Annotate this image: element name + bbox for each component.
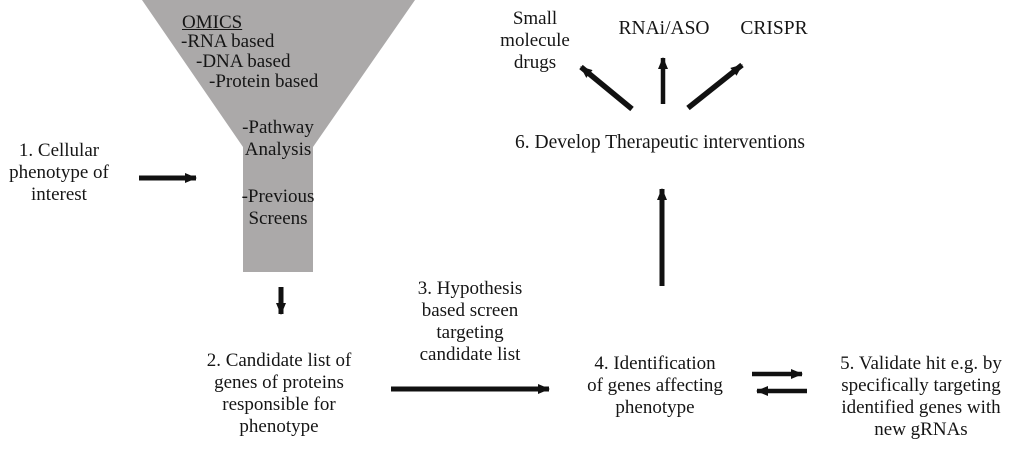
step5-line: 5. Validate hit e.g. by: [840, 353, 1002, 374]
step1-line: phenotype of: [9, 162, 109, 183]
therapy-line: Small: [512, 8, 558, 29]
step3-line: targeting: [436, 322, 504, 343]
therapy-small-molecule-drugs: Small molecule drugs: [492, 8, 578, 74]
step1-cellular-phenotype: 1. Cellular phenotype of interest: [0, 140, 118, 206]
step4-identification: 4. Identification of genes affecting phe…: [582, 353, 728, 419]
funnel-stem-previous-screens: -Previous Screens: [241, 186, 315, 230]
step5-line: new gRNAs: [874, 419, 968, 440]
therapy-line: drugs: [513, 52, 557, 73]
funnel-stem-line: Analysis: [244, 139, 312, 160]
funnel-stem-line: -Pathway: [242, 117, 314, 138]
step3-line: based screen: [421, 300, 519, 321]
step2-line: responsible for: [222, 394, 336, 415]
step2-candidate-list: 2. Candidate list of genes of proteins r…: [199, 350, 359, 438]
step4-line: phenotype: [615, 397, 695, 418]
step3-hypothesis-screen: 3. Hypothesis based screen targeting can…: [404, 278, 536, 366]
arrow-step6-to-small-molecule-icon: [579, 64, 634, 112]
funnel-layer-rna: -RNA based: [181, 31, 275, 52]
step5-line: specifically targeting: [841, 375, 1001, 396]
step4-line: 4. Identification: [594, 353, 716, 374]
funnel-stem-line: Screens: [248, 208, 308, 229]
funnel-layer-dna: -DNA based: [196, 51, 291, 72]
funnel-layer-protein: -Protein based: [209, 71, 319, 92]
step5-validate-hit: 5. Validate hit e.g. by specifically tar…: [832, 353, 1010, 441]
funnel-stem-pathway-analysis: -Pathway Analysis: [241, 117, 315, 161]
funnel-shape: [142, 0, 415, 272]
step3-line: candidate list: [419, 344, 521, 365]
step2-line: 2. Candidate list of: [206, 350, 352, 371]
therapy-rnai-aso: RNAi/ASO: [618, 18, 710, 39]
funnel-title: OMICS: [182, 12, 243, 33]
step6-therapeutic-interventions: 6. Develop Therapeutic interventions: [515, 132, 805, 153]
step1-line: 1. Cellular: [18, 140, 100, 161]
therapy-crispr: CRISPR: [740, 18, 808, 39]
step4-line: of genes affecting: [587, 375, 723, 396]
therapy-line: molecule: [500, 30, 570, 51]
step2-line: phenotype: [239, 416, 319, 437]
step3-line: 3. Hypothesis: [417, 278, 523, 299]
step5-line: identified genes with: [841, 397, 1001, 418]
funnel-stem-line: -Previous: [241, 186, 315, 207]
step1-line: interest: [31, 184, 87, 205]
arrow-step6-to-crispr-icon: [686, 62, 744, 111]
step2-line: genes of proteins: [214, 372, 344, 393]
